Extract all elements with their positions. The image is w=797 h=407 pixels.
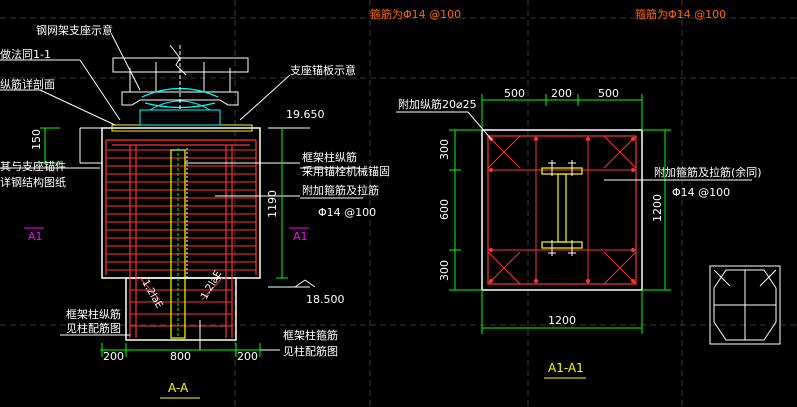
a1-dimension-lines <box>449 94 671 334</box>
a1-dim-1200-right: 1200 <box>651 194 664 222</box>
top-left-orange-label: 箍筋为Φ14 @100 <box>370 7 461 21</box>
frame-stirrup-label-1: 框架柱箍筋 <box>283 328 338 342</box>
add-stirrup-label-2: Φ14 @100 <box>318 206 376 219</box>
a1-dim-200: 200 <box>551 87 572 100</box>
a1-stirrup-octagon <box>487 135 637 285</box>
support-anchor-label: 支座锚板示意 <box>290 63 356 77</box>
section-mark-right: A1 <box>293 230 308 243</box>
frame-rebar-label-1: 框架柱纵筋 <box>66 307 121 321</box>
a1-ties <box>487 135 637 285</box>
a1-dim-500-right: 500 <box>598 87 619 100</box>
stirrups-horizontal <box>106 149 256 327</box>
bearing-block <box>139 109 221 126</box>
method-1-1-label: 做法同1-1 <box>0 47 51 61</box>
rebars-vertical <box>105 139 257 338</box>
a1-add-stirrup-label-2: Φ14 @100 <box>672 186 730 199</box>
dim-200-right: 200 <box>237 350 258 363</box>
elevation-top: 19.650 <box>286 108 325 121</box>
support-plate <box>121 91 239 106</box>
column-outline <box>125 277 237 341</box>
dim-800: 800 <box>170 350 191 363</box>
steel-support-label: 钢网架支座示意 <box>36 23 113 37</box>
dim-150: 150 <box>30 129 43 150</box>
aa-dimension-lines <box>40 127 288 357</box>
a1-rebar-dots <box>489 137 635 283</box>
frame-rebar-label-2: 见柱配筋图 <box>66 321 121 335</box>
connect-label-1: 其与支座锚件 <box>0 159 66 173</box>
a1-dim-1200-bottom: 1200 <box>548 314 576 327</box>
a1-add-stirrup-label-1: 附加箍筋及拉筋(余同) <box>654 165 762 179</box>
elevation-bottom: 18.500 <box>306 293 345 306</box>
section-aa-title: A-A <box>168 381 189 395</box>
a1-dim-300-bottom: 300 <box>438 260 451 281</box>
a1-dim-300-top: 300 <box>438 139 451 160</box>
rebar-section-label: 纵筋详剖面 <box>0 77 55 91</box>
stirrup-detail <box>709 265 781 345</box>
dim-200-left: 200 <box>103 350 124 363</box>
top-right-orange-label: 箍筋为Φ14 @100 <box>635 7 726 21</box>
dim-1190: 1190 <box>266 190 279 218</box>
a1-add-long-label: 附加纵筋20⌀25 <box>398 97 477 111</box>
section-a1-a1: 附加纵筋20⌀25 附加箍筋及拉筋(余同) Φ14 @100 500 200 5… <box>396 87 762 379</box>
frame-stirrup-label-2: 见柱配筋图 <box>283 344 338 358</box>
frame-col-label-1: 框架柱纵筋 <box>302 150 357 164</box>
section-a1-title: A1-A1 <box>548 361 584 375</box>
anchor-label-2: 1.2laE <box>199 269 224 301</box>
a1-dim-600: 600 <box>438 199 451 220</box>
a1-dim-500-left: 500 <box>504 87 525 100</box>
frame-col-label-2: 采用锚栓机械锚固 <box>302 164 390 178</box>
connect-label-2: 详钢结构图纸 <box>0 175 66 189</box>
section-a-a: 钢网架支座示意 做法同1-1 纵筋详剖面 支座锚板示意 其与支座锚件 详钢结构图… <box>0 23 390 399</box>
section-mark-left: A1 <box>28 230 43 243</box>
a1-steel-h <box>541 167 583 249</box>
a1-outline <box>481 129 643 291</box>
add-stirrup-label-1: 附加箍筋及拉筋 <box>302 183 379 197</box>
anchor-label-1: 1.2laE <box>139 278 164 310</box>
